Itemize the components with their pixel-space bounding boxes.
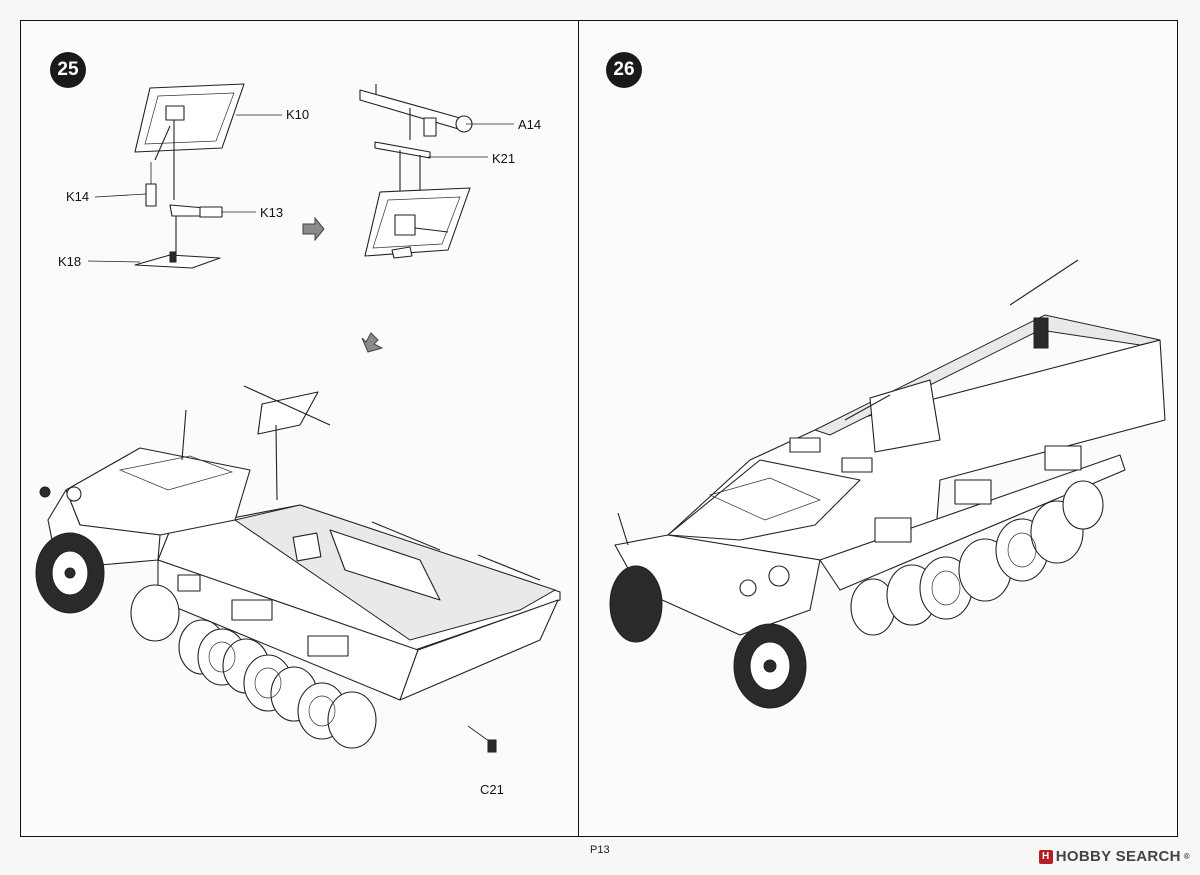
arrow-right-icon [302,216,325,242]
step-number-badge-26: 26 [606,52,642,88]
hobby-search-watermark: H HOBBY SEARCH ® [1038,848,1190,865]
part-label-k21: K21 [492,151,516,166]
step-divider [578,20,579,837]
watermark-registered-mark: ® [1183,852,1190,861]
part-label-k13: K13 [260,205,284,220]
part-label-k10: K10 [286,107,310,122]
shield-exploded-drawing [134,83,245,269]
part-label-k18: K18 [58,254,82,269]
halftrack-vehicle-26-drawing [609,259,1166,709]
halftrack-vehicle-25-drawing [35,385,561,753]
mg-and-shield-assembly-drawing [359,84,473,259]
page-number: P13 [590,844,610,856]
part-label-a14: A14 [518,117,542,132]
part-label-k14: K14 [66,189,90,204]
step-number-badge-25: 25 [50,52,86,88]
part-label-c21: C21 [480,782,504,797]
watermark-text: HOBBY SEARCH [1055,848,1181,865]
hobby-search-logo-icon: H [1038,849,1053,864]
arrow-down-left-icon [361,332,384,353]
